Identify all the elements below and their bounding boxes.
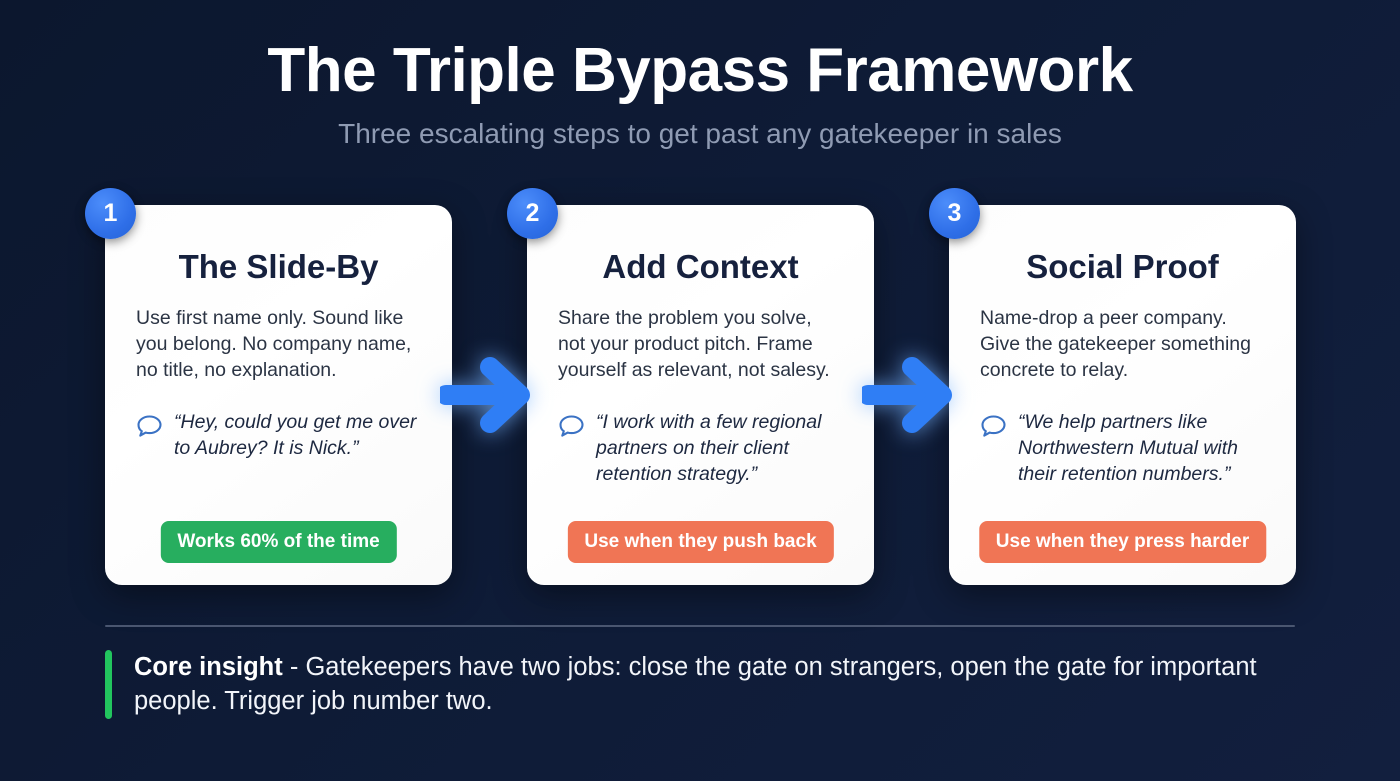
speech-bubble-icon (558, 414, 585, 444)
arrow-right-icon (858, 351, 962, 439)
card-status-badge[interactable]: Works 60% of the time (160, 521, 397, 563)
step-card-1[interactable]: The Slide-By Use first name only. Sound … (85, 188, 452, 585)
step-card-2[interactable]: Add Context Share the problem you solve,… (507, 188, 874, 585)
card-surface: Add Context Share the problem you solve,… (527, 205, 874, 585)
step-card-3[interactable]: Social Proof Name-drop a peer company. G… (929, 188, 1296, 585)
card-body-text: Share the problem you solve, not your pr… (558, 306, 830, 381)
footer-divider (105, 625, 1295, 627)
arrow-right-icon (436, 351, 540, 439)
speech-bubble-icon (980, 414, 1007, 444)
card-quote-row: “We help partners like Northwestern Mutu… (980, 410, 1265, 488)
card-status-badge[interactable]: Use when they press harder (978, 521, 1267, 563)
card-title: Add Context (602, 248, 799, 285)
step-number-badge: 1 (85, 188, 136, 239)
core-insight-text: Core insight - Gatekeepers have two jobs… (134, 650, 1295, 719)
card-title: Social Proof (1026, 248, 1219, 285)
core-insight-separator: - (282, 653, 306, 681)
card-status-badge[interactable]: Use when they push back (567, 521, 834, 563)
step-number-badge: 2 (507, 188, 558, 239)
card-body-text: Name-drop a peer company. Give the gatek… (980, 306, 1252, 381)
page-title: The Triple Bypass Framework (267, 36, 1133, 105)
core-insight-block: Core insight - Gatekeepers have two jobs… (105, 650, 1295, 719)
card-quote-text: “I work with a few regional partners on … (596, 410, 822, 485)
steps-container: The Slide-By Use first name only. Sound … (85, 188, 1296, 585)
card-surface: Social Proof Name-drop a peer company. G… (949, 205, 1296, 585)
card-quote-text: “Hey, could you get me over to Aubrey? I… (174, 410, 417, 459)
card-quote-text: “We help partners like Northwestern Mutu… (1018, 410, 1239, 485)
card-surface: The Slide-By Use first name only. Sound … (105, 205, 452, 585)
card-quote-row: “I work with a few regional partners on … (558, 410, 843, 488)
card-title: The Slide-By (178, 248, 379, 285)
accent-bar (105, 650, 112, 719)
card-body-text: Use first name only. Sound like you belo… (136, 306, 412, 381)
core-insight-body: Gatekeepers have two jobs: close the gat… (134, 653, 1257, 715)
core-insight-label: Core insight (134, 653, 283, 681)
speech-bubble-icon (136, 414, 163, 444)
card-quote-row: “Hey, could you get me over to Aubrey? I… (136, 410, 421, 462)
step-number-badge: 3 (929, 188, 980, 239)
page-subtitle: Three escalating steps to get past any g… (338, 118, 1062, 150)
header: The Triple Bypass Framework Three escala… (0, 0, 1400, 151)
